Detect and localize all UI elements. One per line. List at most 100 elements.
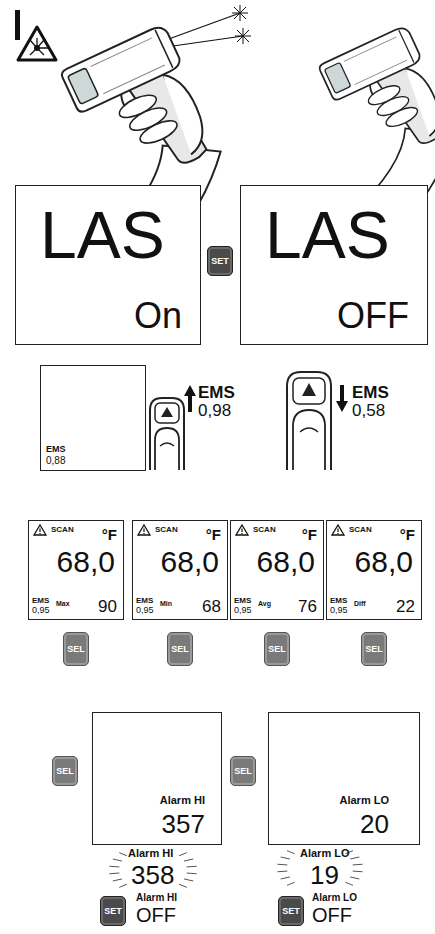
glow-rays (287, 882, 295, 885)
up-button-press (155, 403, 179, 423)
laser-warning-icon (15, 10, 20, 40)
down-button-press (293, 410, 325, 470)
warning-triangle (241, 529, 242, 535)
display-text: °F (302, 527, 317, 542)
warning-triangle (39, 529, 40, 535)
set-button: SET (100, 896, 126, 926)
thermometer-in-hand (399, 30, 414, 62)
display-text: SCAN (253, 526, 276, 534)
thermometer-in-hand (137, 116, 180, 147)
glow-rays (179, 884, 187, 887)
display-text: EMS (136, 597, 153, 605)
down-button-press (287, 372, 331, 470)
flashing-display-text: Alarm HI (128, 848, 173, 859)
lcd-display: SCAN°F68,0EMS0,95Diff22 (326, 520, 422, 620)
flashing-display-text: 19 (310, 862, 339, 888)
sel-button: SEL (63, 632, 89, 666)
warning-triangle (332, 525, 344, 535)
glow-rays (281, 857, 290, 859)
lcd-display: Alarm HI357 (92, 712, 222, 845)
display-text: Min (160, 600, 172, 607)
display-text: OFF (337, 298, 409, 334)
button-label: SEL (234, 767, 252, 776)
lcd-display: SCAN°F68,0EMS0,95Avg76 (230, 520, 324, 620)
warning-triangle (236, 525, 248, 535)
display-text: Alarm HI (136, 893, 177, 903)
display-text: 20 (360, 811, 389, 837)
display-text: SCAN (155, 526, 178, 534)
display-text: 68,0 (355, 547, 413, 577)
glow-rays (345, 882, 353, 885)
down-button-press (336, 385, 348, 412)
set-button: SET (278, 896, 304, 926)
glow-rays (113, 859, 122, 861)
laser-warning-icon (18, 27, 56, 60)
glow-rays (350, 877, 359, 879)
warning-triangle (331, 524, 345, 536)
display-text: 0,95 (136, 606, 154, 615)
glow-rays (119, 853, 127, 856)
lcd-display: SCAN°F68,0EMS0,95Max90 (28, 520, 124, 620)
glow-rays (281, 877, 290, 879)
laser-beam (166, 5, 251, 47)
display-text: Max (56, 600, 70, 607)
sel-button: SEL (230, 756, 256, 786)
lcd-display: EMS0,88 (40, 365, 146, 471)
display-text: 0,95 (234, 606, 252, 615)
glow-rays (350, 857, 359, 859)
thermometer-in-hand (384, 104, 421, 131)
glow-rays (187, 873, 197, 875)
up-button-press (150, 385, 196, 470)
display-text: EMS (234, 597, 251, 605)
up-button-press (161, 407, 173, 417)
warning-triangle (235, 524, 249, 536)
display-text: EMS (198, 384, 235, 401)
display-text: 0,58 (352, 402, 385, 419)
lcd-display: SCAN°F68,0EMS0,95Min68 (132, 520, 228, 620)
thermometer-in-hand (67, 68, 98, 105)
display-text: EMS (330, 597, 347, 605)
display-text: EMS (32, 597, 49, 605)
warning-triangle (34, 525, 46, 535)
display-text: Alarm LO (339, 795, 389, 806)
warning-triangle (137, 524, 151, 536)
lcd-display: Alarm LO 20 (268, 712, 420, 845)
flashing-display-text: Alarm LO (300, 848, 350, 859)
display-text: 0,98 (198, 402, 231, 419)
display-text: OFF (136, 905, 176, 925)
display-text: SCAN (349, 526, 372, 534)
sel-button: SEL (361, 632, 387, 666)
laser-warning-icon (30, 38, 50, 55)
glow-rays (109, 873, 119, 875)
sel-button: SEL (52, 756, 78, 786)
display-text: °F (400, 527, 415, 542)
thermometer-in-hand (155, 30, 173, 68)
down-button-press (302, 383, 316, 396)
thermometer-in-hand (24, 24, 261, 298)
glow-rays (113, 879, 122, 881)
button-label: SEL (67, 645, 85, 654)
lcd-display: LASOFF (240, 185, 428, 345)
up-button-press (150, 398, 184, 470)
display-text: OFF (312, 905, 352, 925)
sel-button: SEL (167, 632, 193, 666)
display-text: 68 (202, 598, 221, 615)
glow-rays (184, 859, 193, 861)
sel-button: SEL (264, 632, 290, 666)
display-text: 68,0 (57, 547, 115, 577)
display-text: SCAN (51, 526, 74, 534)
display-text: 0,88 (46, 456, 65, 466)
up-button-press (184, 385, 196, 412)
display-text: EMS (352, 384, 389, 401)
thermometer-in-hand (91, 38, 165, 94)
lcd-display: LASOn (15, 185, 201, 345)
warning-triangle (337, 529, 338, 535)
display-text: °F (102, 527, 117, 542)
warning-triangle (138, 525, 150, 535)
button-label: SEL (365, 645, 383, 654)
thermometer-in-hand (324, 62, 351, 93)
button-label: SEL (56, 767, 74, 776)
glow-rays (109, 866, 119, 868)
display-text: Alarm HI (160, 795, 205, 806)
